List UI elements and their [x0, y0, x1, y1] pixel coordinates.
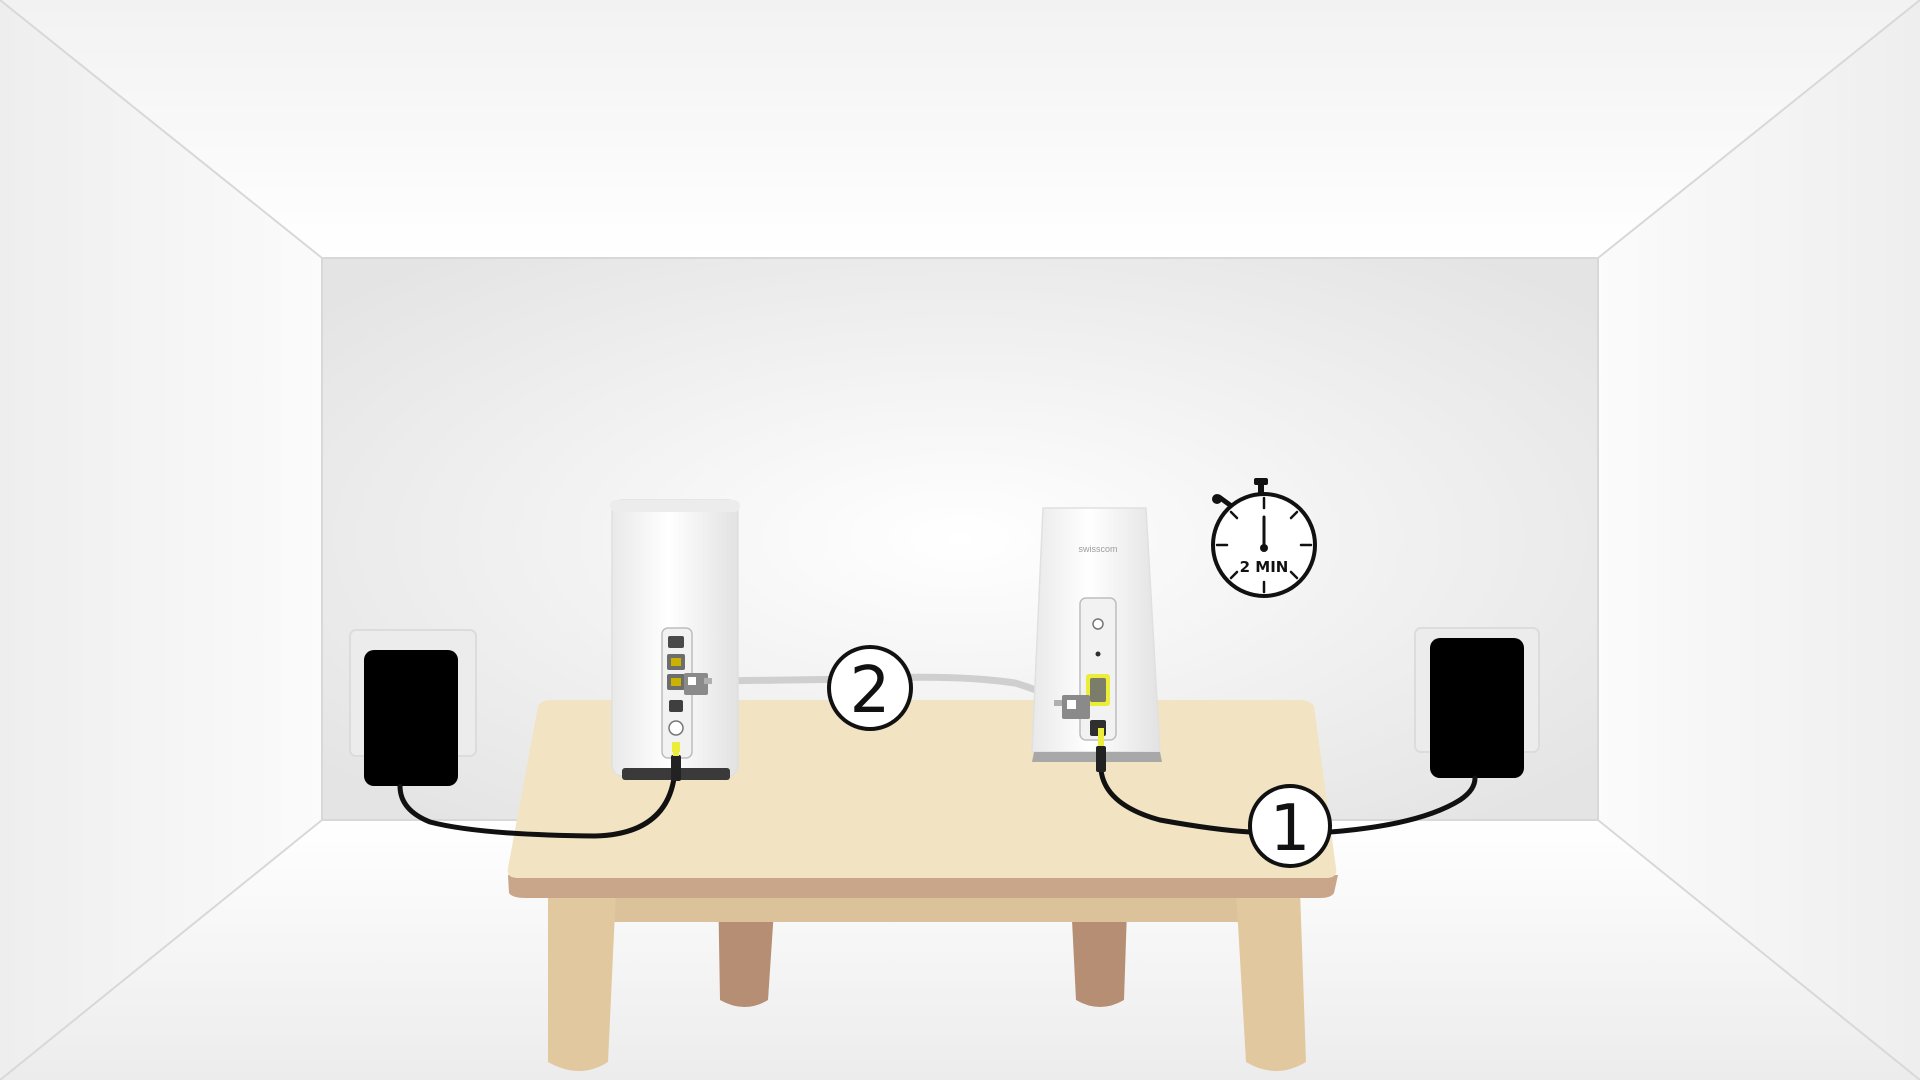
usb-port: [668, 636, 684, 648]
router-led: [1095, 651, 1101, 657]
table-top-edge: [508, 875, 1338, 898]
receiver-power-plug-icon: [671, 742, 681, 781]
right-wall: [1598, 0, 1920, 1080]
power-port: [668, 720, 684, 736]
receiver-device: [610, 499, 740, 780]
router-power-plug-icon: [1096, 728, 1106, 772]
step-1-number: 1: [1270, 792, 1311, 866]
router-button: [1092, 618, 1104, 630]
step-2-connect-cable: 2: [827, 645, 913, 731]
left-wall: [0, 0, 322, 1080]
stopwatch-icon: 2 MIN: [1211, 478, 1317, 598]
timer-label: 2 MIN: [1240, 558, 1289, 576]
router-ethernet-plug-icon: [1054, 695, 1090, 719]
receiver-ethernet-plug-icon: [684, 673, 712, 695]
left-power-cable: [397, 767, 678, 839]
table-front-left-leg: [548, 890, 616, 1071]
floor: [0, 820, 1920, 1080]
step-2-number: 2: [850, 654, 891, 728]
router-brand-logo: swisscom: [1078, 544, 1117, 554]
right-power-adapter-icon: [1430, 638, 1524, 778]
step-1-power-router: 1: [1248, 784, 1332, 868]
router-device: swisscom: [1031, 507, 1162, 762]
left-power-adapter-icon: [364, 650, 458, 786]
right-power-cable: [1098, 767, 1478, 835]
phone-port: [669, 700, 683, 712]
ceiling: [0, 0, 1920, 258]
table-front-right-leg: [1236, 890, 1306, 1071]
